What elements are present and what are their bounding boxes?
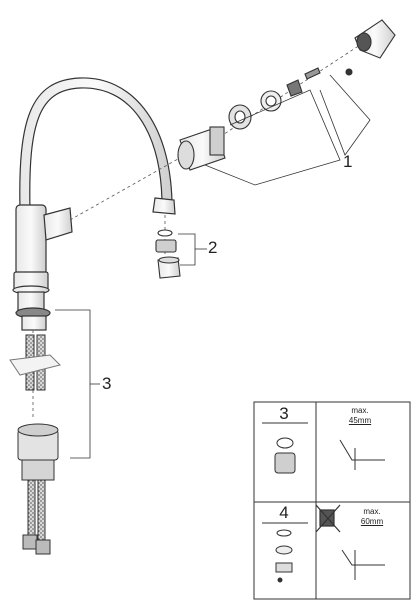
installation-info-box [253, 401, 411, 600]
faucet-body-icon [12, 77, 176, 331]
supply-hose-icon [9, 334, 61, 555]
max-60-value: 60mm [360, 517, 384, 526]
callout-label-1: 1 [343, 152, 353, 171]
cartridge-icon [177, 19, 396, 171]
aerator-icon [155, 229, 181, 279]
install-cell-3-number: 3 [279, 404, 289, 423]
callout-2-bracket [178, 233, 207, 266]
max-60-label: max. [363, 507, 381, 516]
callout-1-leader [204, 74, 371, 186]
callout-label-3: 3 [102, 374, 112, 393]
callout-label-2: 2 [208, 238, 218, 257]
exploded-guide-lines [32, 44, 361, 420]
max-45-label: max. [351, 406, 369, 415]
install-cell-4-number: 4 [279, 503, 289, 522]
max-45-value: 45mm [348, 416, 372, 425]
callout-3-bracket [55, 309, 100, 459]
crossed-out-icon [315, 504, 341, 533]
